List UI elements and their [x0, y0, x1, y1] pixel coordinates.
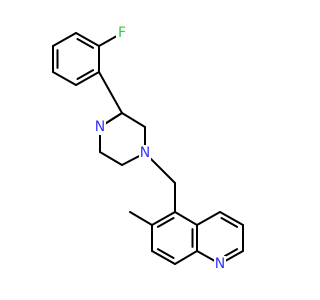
bond-Q7-Q8-double — [156, 248, 175, 260]
bond-group — [52, 32, 244, 265]
atom-label-background — [139, 145, 151, 161]
bond-C6-C1 — [75, 32, 100, 47]
atom-label-n3: N — [215, 256, 225, 272]
bond-C6-C1-double — [76, 37, 95, 49]
bond-C2-C3 — [75, 71, 100, 86]
bond-C1-F — [98, 35, 117, 47]
bond-Q5-Q6-double — [156, 216, 175, 228]
atom-label-group: F N N N — [94, 25, 226, 272]
bond-Cpc-Cpd — [121, 112, 146, 128]
bond-Q8-Q8a — [174, 250, 198, 265]
bond-Cpb-N2 — [121, 155, 140, 166]
bond-Q2-N3 — [225, 250, 244, 262]
bond-N2-CH2b — [148, 156, 176, 184]
bond-Q5-Q6 — [151, 211, 176, 226]
atom-label-n2: N — [140, 145, 150, 161]
atom-label-n1: N — [95, 119, 105, 135]
bond-Q6-Me — [129, 211, 153, 226]
molecule-structure: F N N N — [52, 25, 244, 272]
bond-Q4a-Q4 — [196, 211, 221, 226]
bond-Q4-Q3-double — [220, 216, 239, 228]
bond-Q4-Q3 — [219, 211, 244, 226]
atom-label-background — [116, 25, 128, 41]
bond-Cpd-N1 — [104, 112, 123, 125]
atom-label-f: F — [118, 25, 126, 41]
bond-Q7-Q8 — [151, 250, 176, 265]
bond-Q2-N3-double — [223, 248, 239, 258]
bond-C2-CH2a — [98, 71, 123, 114]
bond-Cpa-Cpb — [99, 151, 123, 166]
atom-label-background — [94, 119, 106, 135]
bond-C3-C4 — [52, 71, 77, 86]
bond-Q4a-Q5 — [174, 211, 198, 226]
atom-label-background — [214, 256, 226, 272]
bond-C5-C6 — [52, 32, 77, 47]
bond-N3-Q8a — [196, 250, 215, 262]
bond-C2-C3-double — [76, 69, 95, 81]
